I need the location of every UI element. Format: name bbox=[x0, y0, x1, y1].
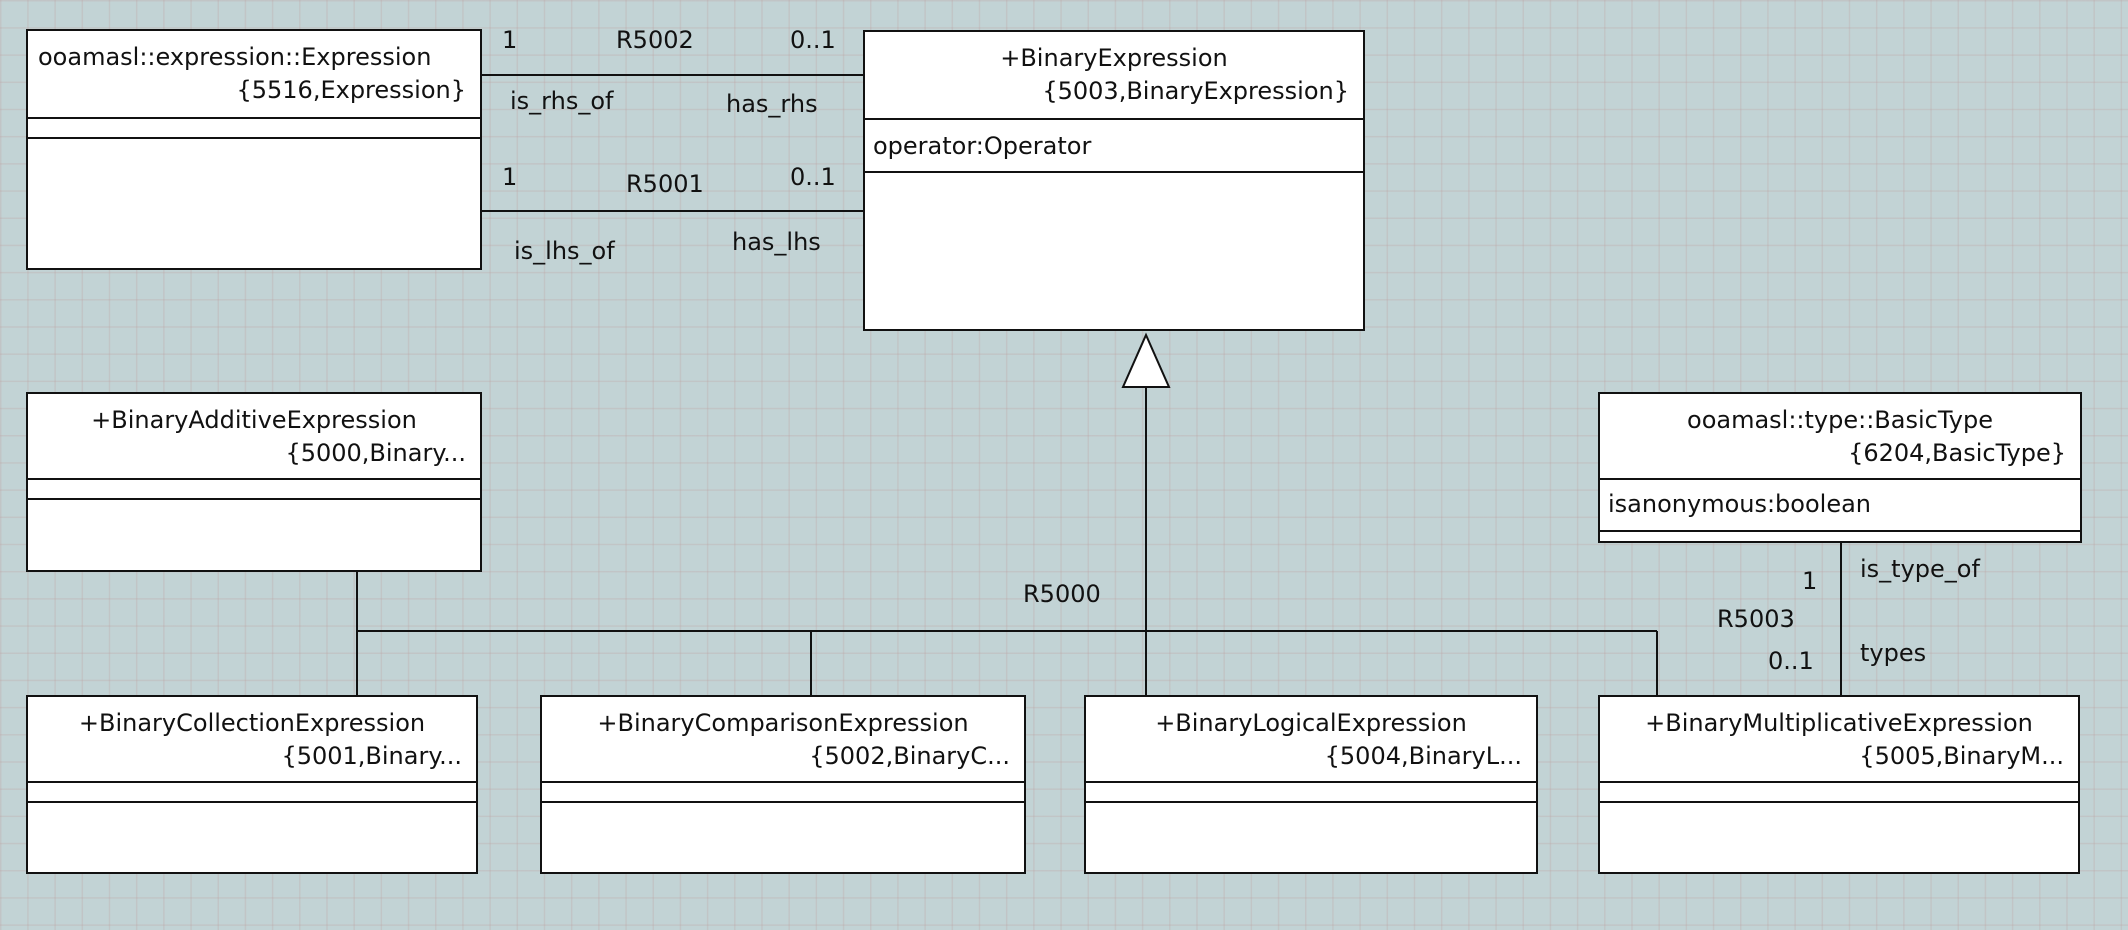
attribute-compartment bbox=[1086, 783, 1536, 803]
class-name: +BinaryMultiplicativeExpression bbox=[1645, 709, 2033, 737]
operation-compartment bbox=[28, 139, 480, 268]
r5003-name: R5003 bbox=[1717, 605, 1795, 633]
class-binary-multiplicative-expression[interactable]: +BinaryMultiplicativeExpression {5005,Bi… bbox=[1598, 695, 2080, 874]
class-binary-expression[interactable]: +BinaryExpression {5003,BinaryExpression… bbox=[863, 30, 1365, 331]
r5002-role-to: has_rhs bbox=[726, 90, 818, 118]
operation-compartment bbox=[1086, 803, 1536, 872]
r5002-role-from: is_rhs_of bbox=[510, 87, 614, 115]
attribute-operator: operator:Operator bbox=[873, 132, 1092, 160]
operation-compartment bbox=[28, 803, 476, 872]
class-name: +BinaryExpression bbox=[1000, 44, 1228, 72]
r5001-role-to: has_lhs bbox=[732, 228, 821, 256]
class-id: {5000,Binary... bbox=[285, 439, 466, 467]
class-name: +BinaryComparisonExpression bbox=[597, 709, 969, 737]
class-header: +BinaryCollectionExpression {5001,Binary… bbox=[28, 697, 476, 783]
attribute-compartment bbox=[28, 783, 476, 803]
class-id: {5516,Expression} bbox=[236, 76, 466, 104]
r5002-mult-from: 1 bbox=[502, 26, 518, 54]
attribute-compartment bbox=[542, 783, 1024, 803]
r5001-mult-to: 0..1 bbox=[790, 163, 836, 191]
class-header: ooamasl::type::BasicType {6204,BasicType… bbox=[1600, 394, 2080, 480]
operation-compartment bbox=[1600, 803, 2078, 872]
class-id: {5002,BinaryC... bbox=[809, 742, 1010, 770]
attribute-compartment: operator:Operator bbox=[865, 120, 1363, 173]
class-header: +BinaryExpression {5003,BinaryExpression… bbox=[865, 32, 1363, 120]
class-name: ooamasl::type::BasicType bbox=[1687, 406, 1993, 434]
class-header: +BinaryLogicalExpression {5004,BinaryL..… bbox=[1086, 697, 1536, 783]
class-name: ooamasl::expression::Expression bbox=[38, 43, 432, 71]
r5003-role-from: is_type_of bbox=[1860, 555, 1980, 583]
attribute-compartment bbox=[28, 119, 480, 139]
class-id: {5003,BinaryExpression} bbox=[1042, 77, 1349, 105]
operation-compartment bbox=[865, 173, 1363, 329]
class-binary-collection-expression[interactable]: +BinaryCollectionExpression {5001,Binary… bbox=[26, 695, 478, 874]
class-id: {6204,BasicType} bbox=[1848, 439, 2066, 467]
class-binary-comparison-expression[interactable]: +BinaryComparisonExpression {5002,Binary… bbox=[540, 695, 1026, 874]
class-header: +BinaryAdditiveExpression {5000,Binary..… bbox=[28, 394, 480, 480]
r5002-mult-to: 0..1 bbox=[790, 26, 836, 54]
class-binary-logical-expression[interactable]: +BinaryLogicalExpression {5004,BinaryL..… bbox=[1084, 695, 1538, 874]
class-id: {5001,Binary... bbox=[281, 742, 462, 770]
class-id: {5004,BinaryL... bbox=[1324, 742, 1522, 770]
r5002-name: R5002 bbox=[616, 26, 694, 54]
r5003-mult-to: 0..1 bbox=[1768, 647, 1814, 675]
r5003-mult-from: 1 bbox=[1802, 567, 1818, 595]
class-binary-additive-expression[interactable]: +BinaryAdditiveExpression {5000,Binary..… bbox=[26, 392, 482, 572]
class-id: {5005,BinaryM... bbox=[1859, 742, 2064, 770]
class-basic-type[interactable]: ooamasl::type::BasicType {6204,BasicType… bbox=[1598, 392, 2082, 543]
r5001-role-from: is_lhs_of bbox=[514, 237, 615, 265]
operation-compartment bbox=[1600, 532, 2080, 541]
attribute-compartment: isanonymous:boolean bbox=[1600, 480, 2080, 532]
operation-compartment bbox=[28, 500, 480, 570]
class-name: +BinaryAdditiveExpression bbox=[91, 406, 417, 434]
generalization-triangle-icon bbox=[1121, 332, 1171, 388]
class-header: +BinaryComparisonExpression {5002,Binary… bbox=[542, 697, 1024, 783]
r5000-name: R5000 bbox=[1023, 580, 1101, 608]
class-name: +BinaryCollectionExpression bbox=[78, 709, 426, 737]
class-header: ooamasl::expression::Expression {5516,Ex… bbox=[28, 31, 480, 119]
r5001-name: R5001 bbox=[626, 170, 704, 198]
attribute-compartment bbox=[1600, 783, 2078, 803]
attribute-isanonymous: isanonymous:boolean bbox=[1608, 490, 1872, 518]
r5001-mult-from: 1 bbox=[502, 163, 518, 191]
operation-compartment bbox=[542, 803, 1024, 872]
class-header: +BinaryMultiplicativeExpression {5005,Bi… bbox=[1600, 697, 2078, 783]
attribute-compartment bbox=[28, 480, 480, 500]
class-name: +BinaryLogicalExpression bbox=[1155, 709, 1467, 737]
r5003-role-to: types bbox=[1860, 639, 1927, 667]
class-expression[interactable]: ooamasl::expression::Expression {5516,Ex… bbox=[26, 29, 482, 270]
